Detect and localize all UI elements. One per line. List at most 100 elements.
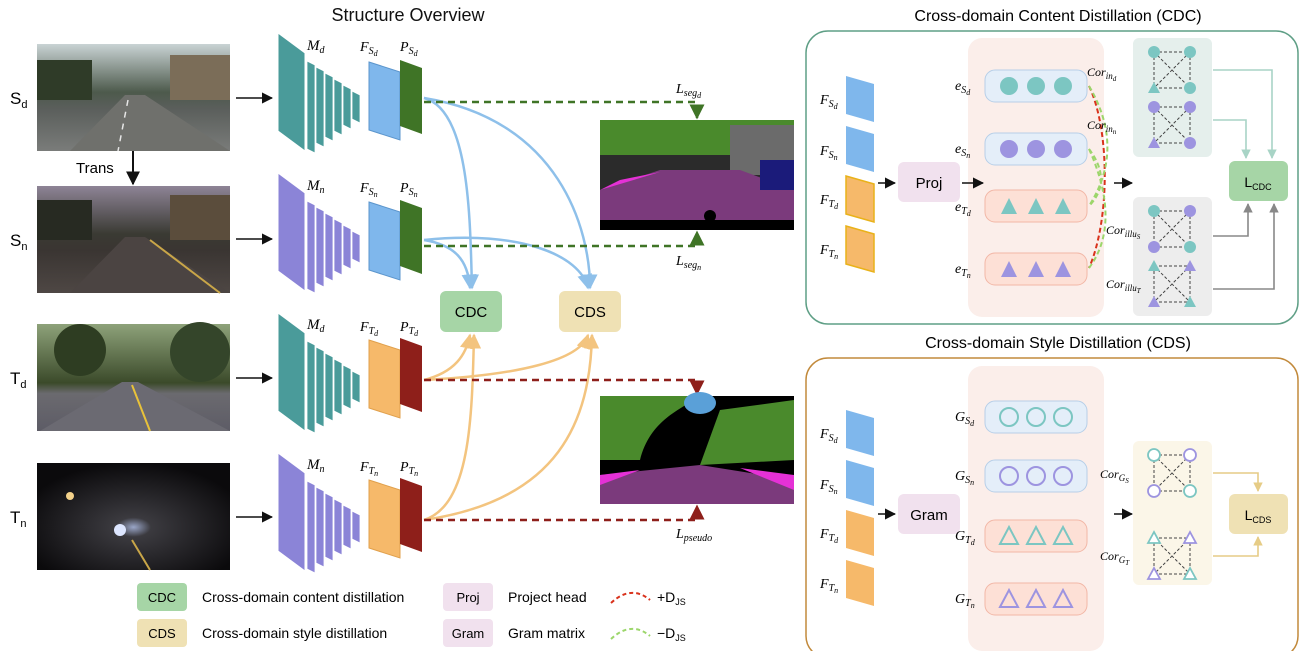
correlation-node [1184, 46, 1196, 58]
legend-plus-djs: +DJS [657, 589, 686, 607]
cds-loss-label: LCDS [1245, 507, 1272, 525]
flow-arrows [423, 96, 600, 522]
correlation-edge [1153, 51, 1191, 89]
cdc-feat-label-ftn: FTn [819, 243, 838, 261]
correlation-node [1182, 530, 1198, 544]
cdc-cor-in-bg [1133, 38, 1212, 157]
model-block [277, 452, 306, 572]
model-layer [306, 340, 316, 434]
correlation-node [1148, 205, 1160, 217]
pred-label-psn: PSn [399, 181, 418, 199]
legend-minus-djs: −DJS [657, 625, 686, 643]
model-label-mn-2: Mn [306, 457, 325, 475]
cdc-cor-label-in-d: Corind [1087, 65, 1117, 83]
loss-arrows [424, 100, 705, 522]
model-layer [324, 72, 334, 142]
correlation-node [1147, 448, 1161, 462]
cdc-box [440, 291, 502, 332]
correlation-node [1148, 101, 1160, 113]
correlation-node [1147, 484, 1161, 498]
cdc-embed-bg [968, 38, 1104, 317]
cdc-box-label: CDC [455, 304, 488, 321]
cdc-loss-arrows [1213, 69, 1279, 290]
correlation-node [1148, 296, 1160, 307]
model-layer [333, 218, 343, 276]
correlation-node [1184, 296, 1196, 307]
legend-proj-swatch [443, 583, 493, 611]
cds-feat-label-fsd: FSd [819, 427, 839, 445]
overview-title: Structure Overview [331, 5, 485, 25]
model-layer [333, 78, 343, 136]
model-layer [324, 492, 334, 562]
model-layer [351, 370, 361, 404]
correlation-node [1184, 137, 1196, 149]
cdc-cor-label-in-n: Corinn [1087, 118, 1117, 136]
feature-label-fsn: FSn [359, 181, 378, 199]
legend-red-dash [610, 591, 651, 604]
legend-proj-tag: Proj [456, 590, 479, 605]
proj-box-label: Proj [916, 175, 943, 192]
cds-gram-label-gtn: GTn [955, 592, 975, 610]
correlation-node [1148, 241, 1160, 253]
model-layer [324, 352, 334, 422]
feature-label-fsd: FSd [359, 40, 379, 58]
correlation-node [1183, 448, 1197, 462]
cdc-cor-illu-bg [1133, 197, 1212, 316]
feature-blocks [368, 60, 422, 559]
pred-label-ptn: PTn [399, 460, 418, 478]
pred-tn [400, 478, 422, 552]
model-label-mn-1: Mn [306, 178, 325, 196]
correlation-node [1182, 566, 1198, 580]
cdc-embed-label-etn: eTn [955, 262, 971, 280]
correlation-node [1184, 241, 1196, 253]
model-layer [306, 60, 316, 154]
cdc-embed-label-etd: eTd [955, 200, 972, 218]
loss-label-seg-d: Lsegd [675, 82, 702, 100]
cds-loss-arrows [1213, 472, 1263, 557]
model-layer [315, 206, 325, 288]
cds-feature-strips [846, 410, 874, 606]
feature-sn [368, 201, 401, 281]
gram-box [898, 494, 960, 534]
cdc-cor-label-illu-t: CorilluT [1106, 277, 1142, 295]
correlation-edge [1153, 210, 1191, 248]
cdc-panel [805, 30, 1299, 325]
image-source-day [37, 44, 230, 152]
model-layer [315, 66, 325, 148]
cds-feat-label-fsn: FSn [819, 478, 838, 496]
model-layer [342, 84, 352, 130]
model-layer [351, 230, 361, 264]
domain-label-sn: Sn [10, 231, 27, 253]
correlation-node [1184, 101, 1196, 113]
cdc-feat-label-fsd: FSd [819, 93, 839, 111]
cds-gram-label-gsn: GSn [955, 469, 974, 487]
cds-panel-title: Cross-domain Style Distillation (CDS) [925, 335, 1191, 352]
model-layer [324, 212, 334, 282]
model-layer [342, 224, 352, 270]
correlation-node [1148, 137, 1160, 148]
model-layer [315, 346, 325, 428]
model-layer [351, 510, 361, 544]
loss-label-pseudo: Lpseudo [675, 527, 712, 544]
cds-gram-label-gtd: GTd [955, 529, 976, 547]
cdc-cor-label-illu-s: CorilluS [1106, 223, 1141, 241]
image-target-night [37, 463, 230, 571]
cds-cor-bg [1133, 441, 1212, 585]
cds-gram-bg [968, 366, 1104, 651]
model-label-md-2: Md [306, 317, 326, 335]
feature-label-ftn: FTn [359, 460, 378, 478]
feature-td [368, 339, 401, 419]
pred-label-psd: PSd [399, 40, 419, 58]
pred-sn [400, 200, 422, 274]
cdc-loss-label: LCDC [1244, 174, 1272, 192]
model-layer [333, 358, 343, 416]
pred-td [400, 338, 422, 412]
feature-label-ftd: FTd [359, 320, 379, 338]
model-layer [351, 90, 361, 124]
model-block [277, 172, 306, 292]
model-label-md-1: Md [306, 38, 326, 56]
model-layer [306, 200, 316, 294]
correlation-edge [1153, 454, 1191, 492]
legend-cdc-swatch [137, 583, 187, 611]
